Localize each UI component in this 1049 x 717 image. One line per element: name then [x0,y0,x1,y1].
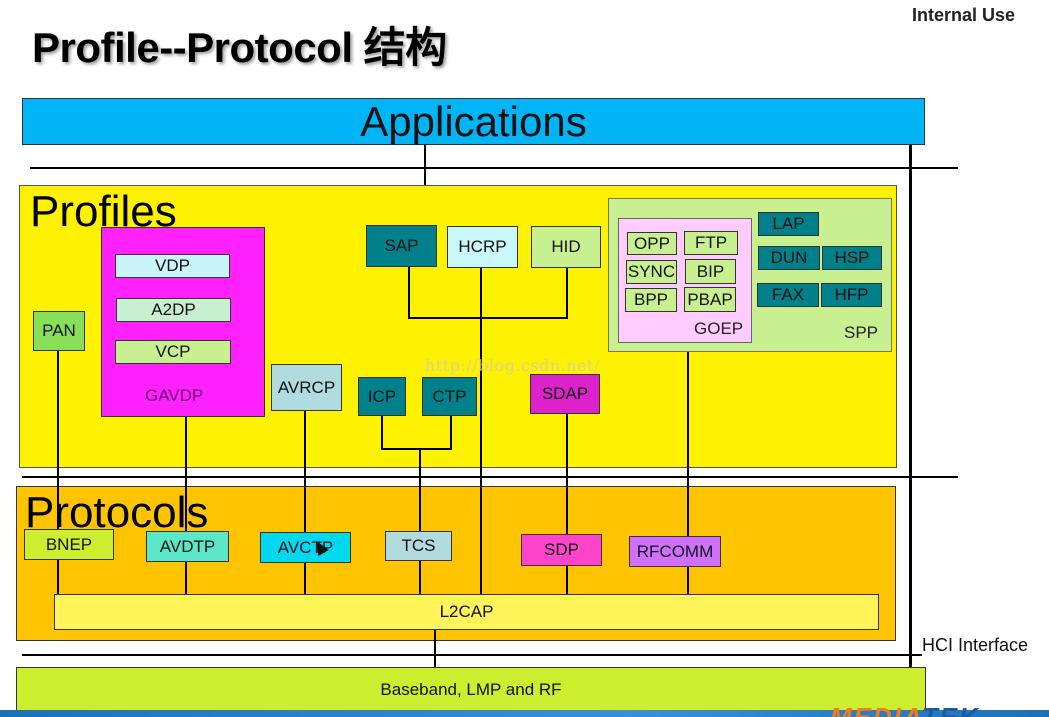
ctp-connector [450,416,452,450]
rfcomm-protocol[interactable]: RFCOMM [629,536,721,567]
hid-profile[interactable]: HID [531,226,601,268]
vdp-label: VDP [155,256,190,275]
sdp-label: SDP [544,540,579,559]
spp-connector [687,352,689,595]
tcs-protocol[interactable]: TCS [385,531,452,561]
pan-label: PAN [42,321,76,340]
icp-profile[interactable]: ICP [358,377,406,416]
vdp-profile[interactable]: VDP [115,254,230,278]
sdap-label: SDAP [541,384,589,403]
gavdp-label: GAVDP [145,386,204,405]
spp-label: SPP [844,323,879,342]
hsp-profile[interactable]: HSP [822,246,882,270]
avrcp-profile[interactable]: AVRCP [271,364,342,411]
pan-profile[interactable]: PAN [33,311,85,351]
sdap-profile[interactable]: SDAP [530,374,600,414]
fax-label: FAX [771,285,805,304]
goep-profile[interactable]: OPP FTP SYNC BIP BPP PBAP GOEP [618,218,752,343]
baseband-label: Baseband, LMP and RF [380,679,562,699]
sync-profile[interactable]: SYNC [626,260,677,284]
hcrp-label: HCRP [458,237,507,256]
l2cap-layer[interactable]: L2CAP [54,594,879,630]
applications-label: Applications [360,97,587,145]
applications-layer: Applications [22,98,925,145]
hci-vertical-line [909,145,912,667]
avctp-protocol[interactable]: AVCTP [260,532,351,563]
l2cap-baseband-connector [434,630,436,668]
bpp-profile[interactable]: BPP [625,288,677,312]
gavdp-connector [185,416,187,594]
sap-hid-bus [408,317,568,319]
fax-profile[interactable]: FAX [757,283,819,307]
protocols-label: Protocols [25,488,209,537]
footer-bar [0,710,1049,717]
vcp-label: VCP [155,342,191,361]
bip-label: BIP [696,261,725,281]
pbap-profile[interactable]: PBAP [684,287,736,312]
hsp-label: HSP [834,248,870,267]
l2cap-label: L2CAP [439,602,494,621]
vcp-profile[interactable]: VCP [115,340,231,364]
sap-connector [408,267,410,319]
ctp-label: CTP [432,386,467,406]
bnep-label: BNEP [45,534,93,554]
rfcomm-label: RFCOMM [636,541,714,561]
hcrp-profile[interactable]: HCRP [447,226,518,268]
hfp-profile[interactable]: HFP [821,283,882,307]
sync-label: SYNC [627,262,676,281]
a2dp-profile[interactable]: A2DP [116,298,231,322]
avrcp-connector [304,411,306,595]
icp-label: ICP [367,386,397,406]
avrcp-label: AVRCP [277,377,336,397]
dun-profile[interactable]: DUN [758,246,820,270]
tcs-connector [419,448,421,595]
apps-connector [424,145,426,185]
sdap-connector [566,413,568,595]
baseband-layer[interactable]: Baseband, LMP and RF [16,667,926,712]
tcs-label: TCS [401,536,436,555]
icp-ctp-bus [381,448,452,450]
sap-profile[interactable]: SAP [366,225,437,267]
brand-logo: MEDIATEK [830,704,980,717]
brand-logo-head: MEDIA [830,704,922,717]
avctp-label: AVCTP [277,537,334,557]
ctp-profile[interactable]: CTP [422,377,477,416]
profiles-label: Profiles [30,187,177,236]
opp-profile[interactable]: OPP [627,232,677,255]
dun-label: DUN [770,248,808,267]
avdtp-protocol[interactable]: AVDTP [146,531,229,562]
hid-label: HID [551,237,581,256]
ftp-label: FTP [694,233,728,252]
sap-label: SAP [384,236,419,255]
pbap-label: PBAP [687,289,733,309]
brand-logo-tail: TEK [922,704,980,717]
spp-profile[interactable]: OPP FTP SYNC BIP BPP PBAP GOEP LAP DUN H… [608,198,892,352]
icp-connector [381,416,383,450]
bnep-protocol[interactable]: BNEP [24,529,114,560]
goep-label: GOEP [694,319,744,338]
separator-line-middle [22,476,958,478]
gavdp-profile[interactable]: VDP A2DP VCP GAVDP [101,227,265,417]
lap-label: LAP [772,214,805,233]
slide-title: Profile--Protocol 结构 [32,24,447,71]
hfp-label: HFP [834,285,869,304]
classification-label: Internal Use [912,5,1016,25]
avdtp-label: AVDTP [159,536,216,556]
bip-profile[interactable]: BIP [685,259,736,284]
hci-interface-label: HCI Interface [922,635,1029,655]
opp-label: OPP [634,233,670,253]
hcrp-connector [480,268,482,595]
hid-connector [566,268,568,319]
bpp-label: BPP [633,290,669,309]
ftp-profile[interactable]: FTP [684,231,738,255]
separator-line-top [30,167,958,169]
pan-connector [57,351,59,595]
a2dp-label: A2DP [151,300,196,319]
sdp-protocol[interactable]: SDP [521,534,602,566]
watermark-text: http://blog.csdn.net/ [425,356,600,375]
hci-separator-line [22,654,922,656]
lap-profile[interactable]: LAP [758,212,819,236]
